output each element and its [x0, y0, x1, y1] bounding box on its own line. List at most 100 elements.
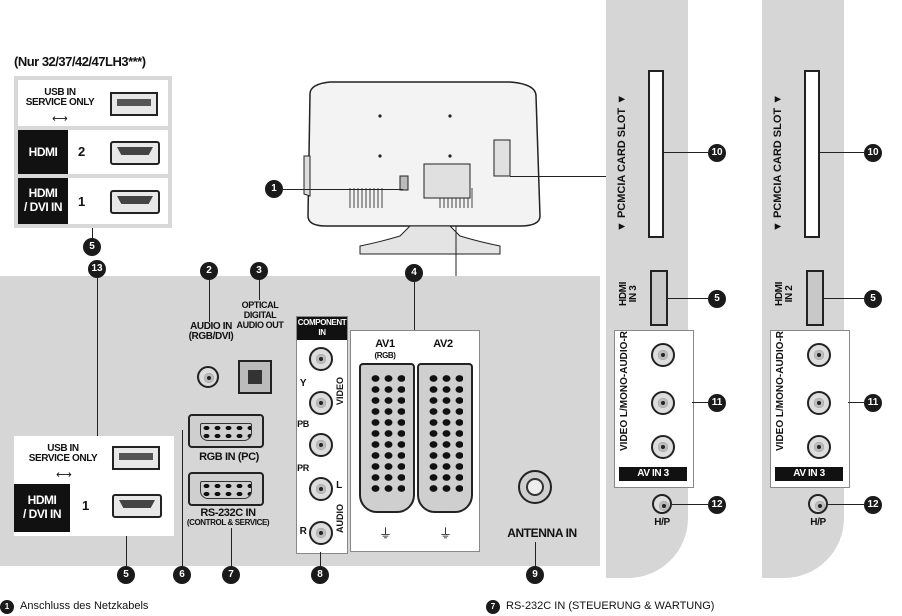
audio-l-jack[interactable] — [309, 477, 333, 501]
usb-icon: ⟷ — [52, 113, 68, 125]
callout-7: 7 — [222, 566, 240, 584]
top-hdmi-dvi-port-num: 1 — [78, 194, 85, 209]
usb-icon: ⟷ — [56, 469, 72, 481]
side1-audio-l-jack[interactable] — [651, 391, 675, 415]
top-hdmi-port-num: 2 — [78, 144, 85, 159]
main-hdmi-dvi-label: HDMI / DVI IN — [14, 484, 70, 532]
main-usb-label: USB IN SERVICE ONLY — [28, 443, 98, 464]
top-port-panel: USB IN SERVICE ONLY ⟷ HDMI 2 HDMI / DVI … — [14, 76, 172, 232]
side2-hdmi-port[interactable] — [806, 270, 824, 326]
callout-11-side2: 11 — [864, 394, 882, 412]
component-y-jack[interactable] — [309, 347, 333, 371]
top-hdmi-label: HDMI — [18, 130, 68, 174]
callout-8: 8 — [311, 566, 329, 584]
av1-sub-label: (RGB) — [374, 351, 396, 360]
video-label: VIDEO — [335, 376, 345, 405]
callout-9: 9 — [526, 566, 544, 584]
antenna-port[interactable] — [518, 470, 552, 504]
side1-pcmcia-slot[interactable] — [648, 70, 664, 238]
callout-5-top: 5 — [83, 238, 101, 256]
main-usb-port[interactable] — [112, 446, 160, 470]
side1-video-jack[interactable] — [651, 435, 675, 459]
side1-hdmi-label: HDMI IN 3 — [618, 282, 639, 306]
side1-av-in-label: AV IN 3 — [619, 467, 687, 481]
pr-label: PR — [297, 463, 309, 473]
callout-2: 2 — [200, 262, 218, 280]
component-pr-jack[interactable] — [309, 433, 333, 457]
side1-hdmi-port[interactable] — [650, 270, 668, 326]
callout-13: 13 — [88, 260, 106, 278]
footer-right-note: RS-232C IN (STEUERUNG & WARTUNG) — [506, 600, 715, 612]
side1-av-box: VIDEO L/MONO-AUDIO-R AV IN 3 — [614, 330, 694, 488]
footer-callout-1: 1 — [0, 600, 14, 614]
callout-10-side1: 10 — [708, 144, 726, 162]
rgb-in-port[interactable] — [188, 414, 264, 448]
main-hdmi-dvi-port-num: 1 — [82, 498, 89, 513]
audio-label: AUDIO — [335, 504, 345, 533]
top-usb-label: USB IN SERVICE ONLY — [25, 87, 95, 108]
optical-label: OPTICAL DIGITAL AUDIO OUT — [236, 300, 284, 330]
main-usb-hdmi-box: USB IN SERVICE ONLY ⟷ HDMI / DVI IN 1 — [14, 436, 174, 536]
rgb-in-label: RGB IN (PC) — [199, 451, 259, 463]
rs232-sub-label: (CONTROL & SERVICE) — [186, 518, 270, 527]
component-box: COMPONENT IN Y PB PR L R VIDEO AUDIO — [296, 316, 348, 554]
footer-left-note: Anschluss des Netzkabels — [20, 600, 149, 612]
top-hdmi1-row: HDMI / DVI IN 1 — [18, 178, 168, 224]
side2-pcmcia-slot[interactable] — [804, 70, 820, 238]
callout-1: 1 — [265, 180, 283, 198]
callout-6: 6 — [173, 566, 191, 584]
side2-av-box: VIDEO L/MONO-AUDIO-R AV IN 3 — [770, 330, 850, 488]
side2-hdmi-label: HDMI IN 2 — [774, 282, 795, 306]
top-usb-row: USB IN SERVICE ONLY ⟷ — [18, 80, 168, 126]
main-hdmi1-port[interactable] — [112, 494, 162, 518]
top-hdmi-dvi-label: HDMI / DVI IN — [18, 178, 68, 224]
models-note: (Nur 32/37/42/47LH3***) — [14, 54, 146, 69]
callout-5-side1: 5 — [708, 290, 726, 308]
tv-rear-svg — [303, 81, 541, 280]
top-hdmi1-port[interactable] — [110, 190, 160, 214]
callout-11-side1: 11 — [708, 394, 726, 412]
side2-audio-r-jack[interactable] — [807, 343, 831, 367]
callout-10-side2: 10 — [864, 144, 882, 162]
antenna-label: ANTENNA IN — [507, 526, 577, 540]
callout-5-side2: 5 — [864, 290, 882, 308]
top-hdmi2-row: HDMI 2 — [18, 130, 168, 174]
av2-scart-port[interactable] — [417, 363, 473, 513]
side1-hp-label: H/P — [654, 517, 670, 528]
av2-label: AV2 — [433, 338, 453, 350]
top-hdmi2-port[interactable] — [110, 141, 160, 165]
av1-scart-port[interactable] — [359, 363, 415, 513]
audio-in-jack[interactable] — [197, 366, 219, 388]
side2-audio-l-jack[interactable] — [807, 391, 831, 415]
scart-box: AV1 (RGB) AV2 ⏚ ⏚ — [350, 330, 480, 552]
audio-r-jack[interactable] — [309, 521, 333, 545]
l-label: L — [336, 480, 342, 491]
y-label: Y — [299, 378, 307, 389]
side2-av-in-label: AV IN 3 — [775, 467, 843, 481]
ground-icon: ⏚ — [379, 526, 393, 541]
pb-label: PB — [297, 419, 309, 429]
side2-video-jack[interactable] — [807, 435, 831, 459]
av1-label: AV1 — [375, 338, 395, 350]
side1-audio-r-jack[interactable] — [651, 343, 675, 367]
tv-rear-illustration — [290, 76, 550, 280]
callout-4: 4 — [405, 264, 423, 282]
optical-port[interactable] — [238, 360, 272, 394]
rs232-label: RS-232C IN — [200, 507, 256, 519]
rs232-port[interactable] — [188, 472, 264, 506]
footer-callout-7: 7 — [486, 600, 500, 614]
side1-pcmcia-label: ▼ PCMCIA CARD SLOT ▼ — [616, 93, 628, 232]
audio-in-label: AUDIO IN (RGB/DVI) — [188, 321, 234, 342]
side2-pcmcia-label: ▼ PCMCIA CARD SLOT ▼ — [772, 93, 784, 232]
top-usb-port[interactable] — [110, 92, 158, 116]
component-pb-jack[interactable] — [309, 391, 333, 415]
side1-headphone-jack[interactable] — [652, 494, 672, 514]
callout-12-side2: 12 — [864, 496, 882, 514]
side2-av-strip-label: VIDEO L/MONO-AUDIO-R — [775, 331, 786, 451]
callout-5-bottom: 5 — [117, 566, 135, 584]
side1-av-strip-label: VIDEO L/MONO-AUDIO-R — [619, 331, 630, 451]
component-label: COMPONENT IN — [297, 317, 347, 340]
callout-12-side1: 12 — [708, 496, 726, 514]
side2-headphone-jack[interactable] — [808, 494, 828, 514]
callout-3: 3 — [250, 262, 268, 280]
